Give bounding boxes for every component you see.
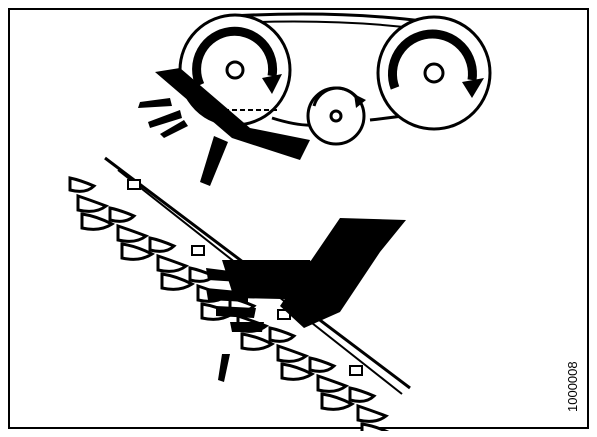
right-pulley — [378, 17, 490, 129]
idler-pulley — [308, 88, 366, 144]
figure-frame: 1000008 — [8, 8, 589, 429]
left-pulley — [180, 15, 290, 125]
figure-id-label: 1000008 — [565, 332, 585, 412]
pinch-point-illustration — [10, 10, 591, 431]
